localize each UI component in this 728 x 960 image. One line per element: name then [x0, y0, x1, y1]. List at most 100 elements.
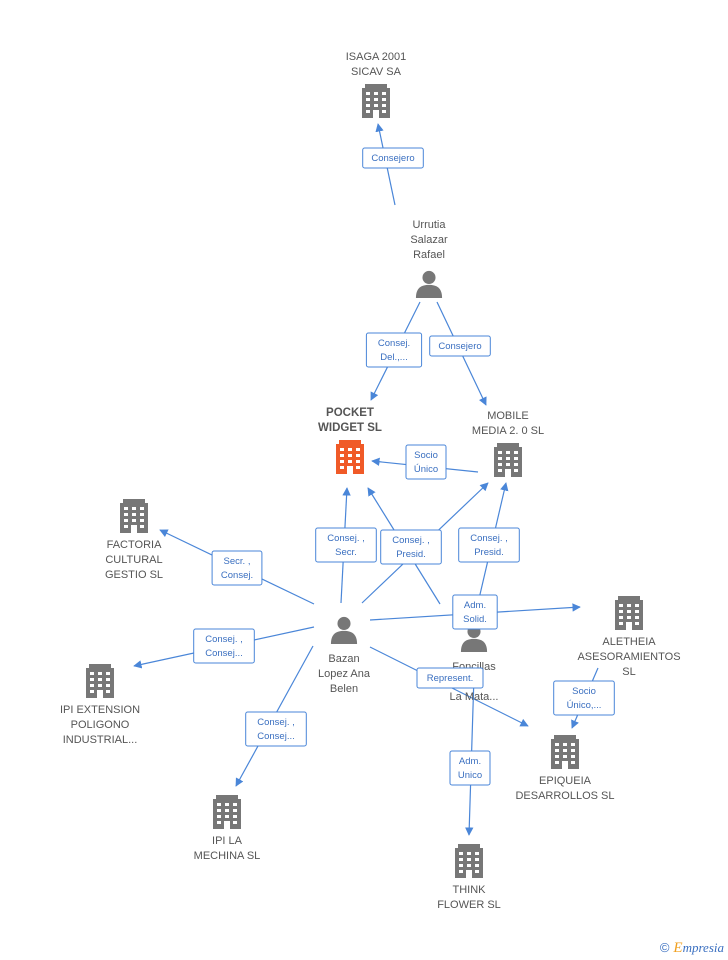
edge-label-box: [452, 594, 498, 630]
node-label: Belen: [330, 683, 358, 695]
brand-initial: E: [673, 940, 683, 956]
edge-label-text: Consej.: [378, 338, 410, 349]
node-label: IPI EXTENSION: [60, 704, 140, 716]
node-label: GESTIO SL: [105, 569, 163, 581]
edge-label-e14[interactable]: SocioÚnico,...: [553, 680, 615, 716]
edge-label-text: Consej. ,: [257, 717, 295, 728]
node-label: WIDGET SL: [318, 422, 382, 434]
edge-label-e6[interactable]: Consej. ,Presid.: [380, 529, 442, 565]
node-label: ALETHEIA: [602, 636, 656, 648]
edge-label-text: Solid.: [463, 614, 487, 625]
node-label: THINK: [453, 884, 487, 896]
node-label: MEDIA 2. 0 SL: [472, 425, 544, 437]
edge-labels-layer: ConsejeroConsej.Del.,...ConsejeroSocioÚn…: [193, 147, 615, 786]
edges-layer: [133, 123, 599, 836]
edge-label-text: Consej...: [205, 648, 243, 659]
edge-label-text: Del.,...: [380, 352, 407, 363]
node-ipi_ext[interactable]: IPI EXTENSION POLIGONO INDUSTRIAL...: [60, 664, 140, 746]
edge-label-box: [458, 527, 520, 563]
edge-label-e13[interactable]: Consej. , Consej...: [245, 711, 307, 747]
edge-label-e8[interactable]: Consej. , Presid.: [458, 527, 520, 563]
edge-label-text: Único,...: [567, 700, 602, 711]
edge-label-e1[interactable]: Consejero: [362, 147, 424, 169]
building-icon: [494, 443, 522, 477]
node-label: Rafael: [413, 249, 445, 261]
building-icon: [362, 84, 390, 118]
edge-label-e15[interactable]: Adm.Unico: [449, 750, 491, 786]
edge-label-box: [315, 527, 377, 563]
edge-label-text: Unico: [458, 770, 482, 781]
node-label: SL: [622, 666, 635, 678]
node-label: MECHINA SL: [194, 850, 261, 862]
footer-brand[interactable]: ©Empresia: [660, 940, 724, 957]
node-label: Urrutia: [412, 219, 446, 231]
node-label: POLIGONO: [71, 719, 130, 731]
edge-label-box: [380, 529, 442, 565]
person-icon: [330, 616, 358, 644]
edge-label-text: Socio: [414, 450, 438, 461]
edge-label-box: [416, 667, 484, 689]
edge-label-text: Consej. ,: [470, 533, 508, 544]
copyright-icon: ©: [659, 940, 670, 955]
building-icon: [615, 596, 643, 630]
edge-label-box: [365, 332, 423, 368]
brand-name: mpresia: [682, 940, 724, 955]
building-icon: [120, 499, 148, 533]
node-label: Bazan: [328, 653, 359, 665]
edge-label-text: Secr.: [335, 547, 357, 558]
node-label: Salazar: [410, 234, 448, 246]
edge-label-e10[interactable]: Adm. Solid.: [452, 594, 498, 630]
node-label: POCKET: [326, 407, 374, 419]
node-label: INDUSTRIAL...: [63, 734, 138, 746]
node-label: Lopez Ana: [318, 668, 371, 680]
edge-label-text: Adm.: [464, 600, 486, 611]
node-label: La Mata...: [450, 691, 499, 703]
node-label: CULTURAL: [105, 554, 162, 566]
edge-label-text: Consej. ,: [327, 533, 365, 544]
edge-label-box: [362, 147, 424, 169]
edge-label-box: [245, 711, 307, 747]
edge-label-box: [193, 628, 255, 664]
building-icon: [551, 735, 579, 769]
edge-label-box: [429, 335, 491, 357]
node-factoria[interactable]: FACTORIA CULTURAL GESTIO SL: [105, 499, 163, 581]
edge-label-text: Socio: [572, 686, 596, 697]
node-pocket[interactable]: POCKET WIDGET SL: [318, 407, 382, 474]
edge-label-text: Consej...: [257, 731, 295, 742]
node-label: MOBILE: [487, 410, 529, 422]
node-aletheia[interactable]: ALETHEIA ASESORAMIENTOS SL: [577, 596, 681, 678]
edge-label-e5[interactable]: Consej. , Secr.: [315, 527, 377, 563]
edge-label-box: [405, 444, 447, 480]
edge-label-text: Represent.: [427, 673, 473, 684]
node-foncillas[interactable]: FoncillasDeLa Mata...: [450, 624, 499, 703]
node-label: ASESORAMIENTOS: [577, 651, 680, 663]
edge-label-text: Consej. ,: [392, 535, 430, 546]
node-label: DESARROLLOS SL: [515, 790, 614, 802]
edge-label-e11[interactable]: Consej. ,Consej...: [193, 628, 255, 664]
edge-label-text: Consejero: [371, 153, 414, 164]
building-icon: [213, 795, 241, 829]
edge-label-text: Secr. ,: [224, 556, 251, 567]
building-icon: [86, 664, 114, 698]
node-label: FACTORIA: [107, 539, 162, 551]
edge-label-box: [449, 750, 491, 786]
node-label: SICAV SA: [351, 66, 402, 78]
edge-label-e12[interactable]: Represent.: [416, 667, 484, 689]
edge-label-e9[interactable]: Secr. ,Consej.: [211, 550, 263, 586]
edge-label-text: Presid.: [474, 547, 504, 558]
edge-label-e3[interactable]: Consejero: [429, 335, 491, 357]
edge-label-box: [553, 680, 615, 716]
node-label: ISAGA 2001: [346, 51, 407, 63]
person-icon: [415, 270, 443, 298]
node-mobile[interactable]: MOBILE MEDIA 2. 0 SL: [472, 410, 544, 477]
edge-label-e2[interactable]: Consej. Del.,...: [365, 332, 423, 368]
